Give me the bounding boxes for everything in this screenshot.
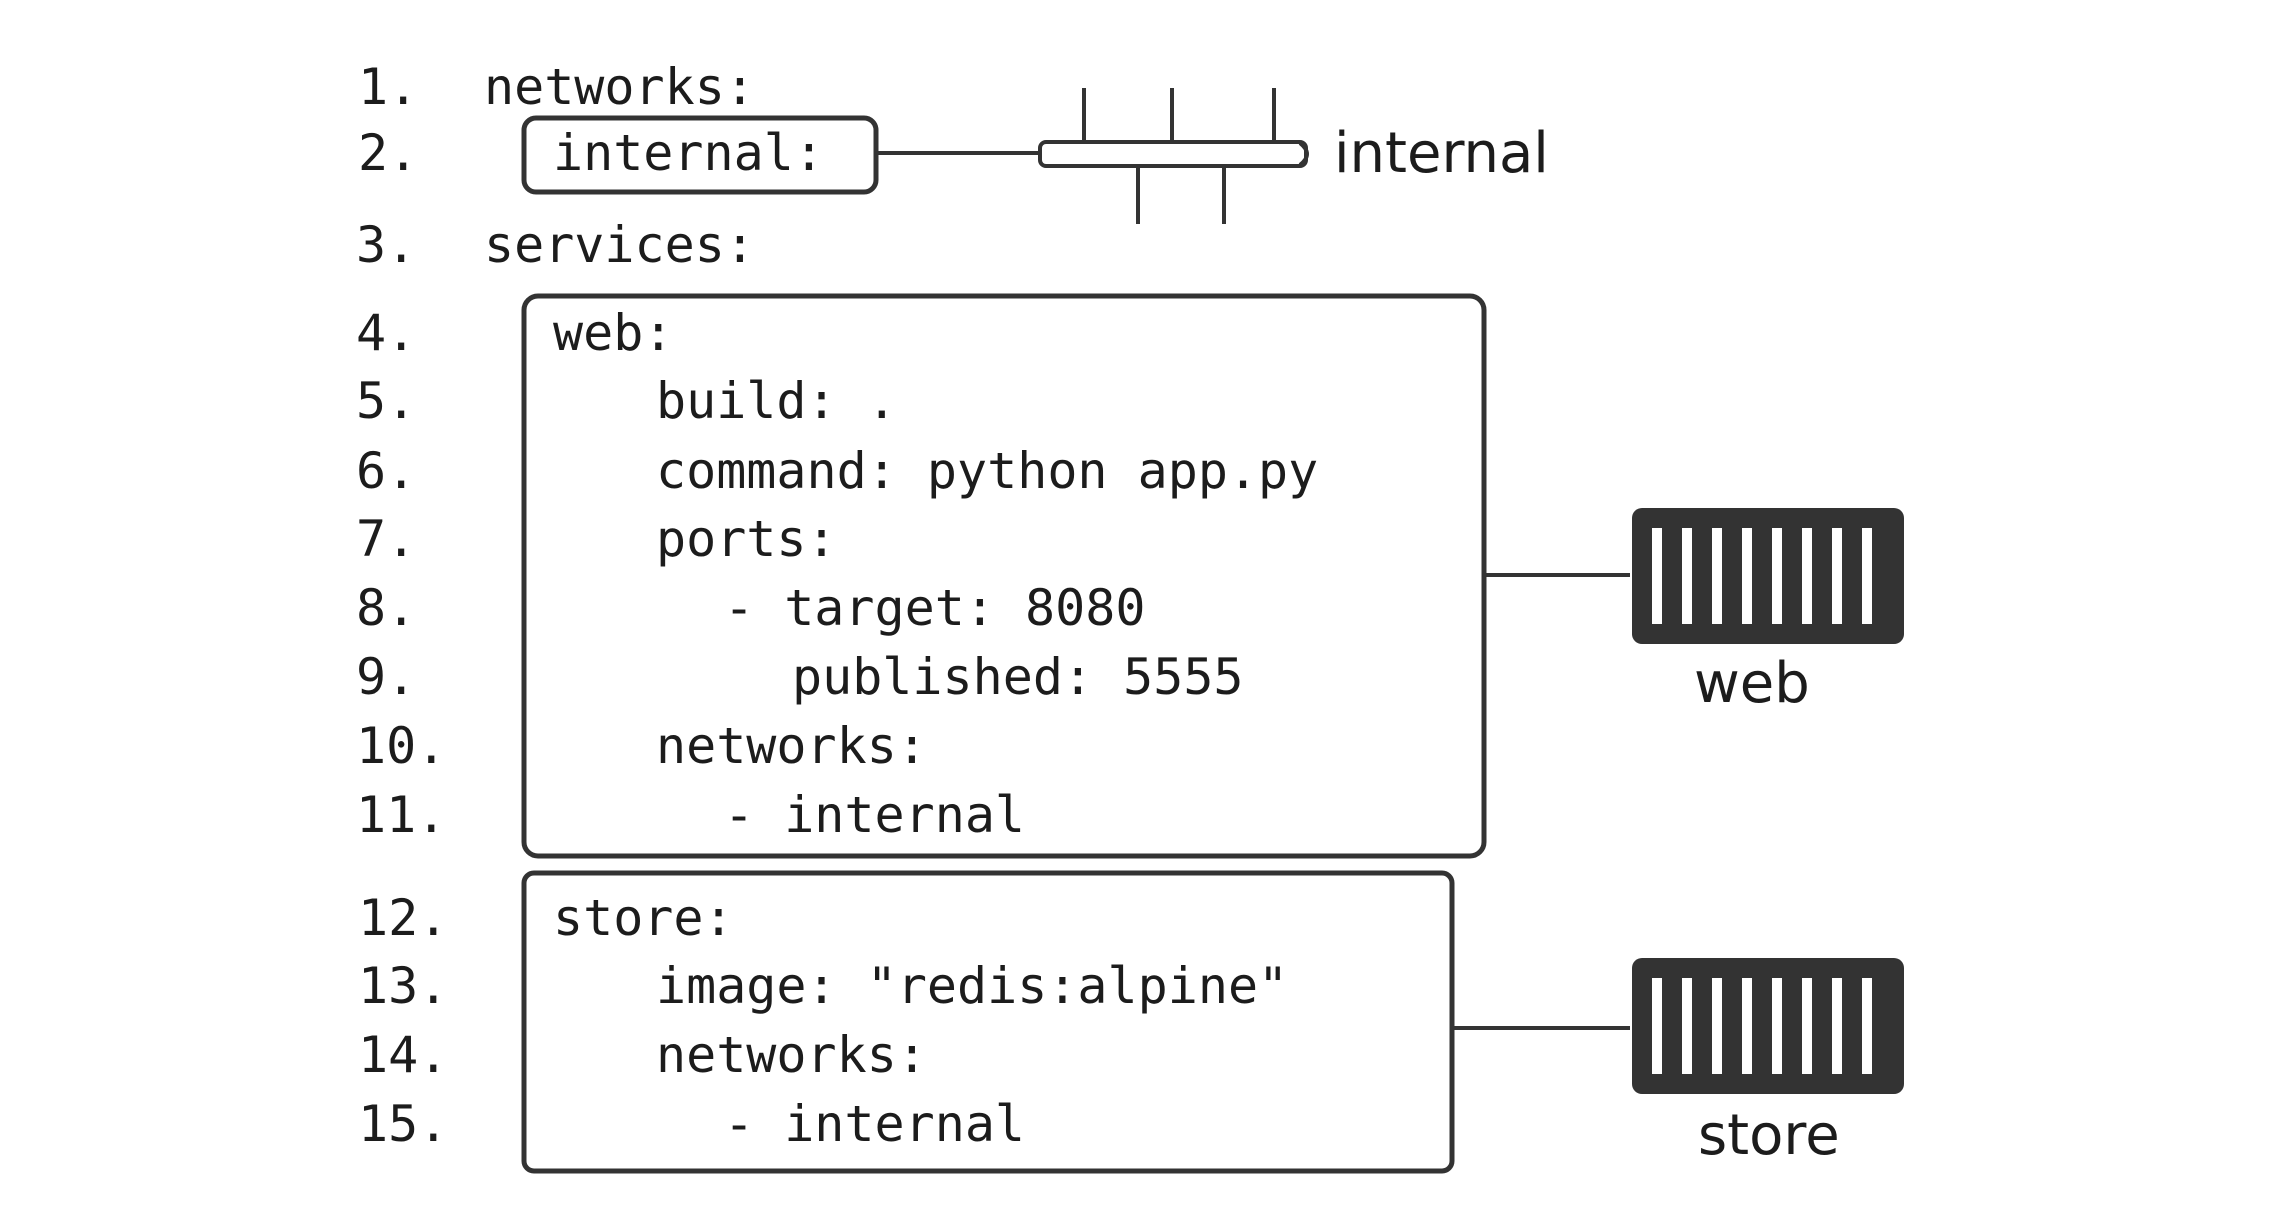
- code-line-13: image: "redis:alpine": [656, 957, 1288, 1015]
- code-line-2: internal:: [553, 124, 824, 182]
- network-label: internal: [1334, 121, 1549, 186]
- code-line-15: - internal: [724, 1095, 1025, 1153]
- line-number-12: 12.: [358, 889, 448, 947]
- code-line-12: store:: [553, 889, 734, 947]
- line-number-3: 3.: [356, 216, 416, 274]
- code-line-6: command: python app.py: [656, 442, 1318, 500]
- network-pipe-icon: [1038, 88, 1309, 224]
- code-line-1: networks:: [484, 58, 755, 116]
- yaml-code: networks: internal: services: web: build…: [484, 58, 1318, 1153]
- line-number-15: 15.: [358, 1095, 448, 1153]
- store-service-label: store: [1698, 1103, 1840, 1168]
- line-number-9: 9.: [356, 648, 416, 706]
- line-number-1: 1.: [358, 58, 418, 116]
- line-number-10: 10.: [356, 717, 446, 775]
- code-line-10: networks:: [656, 717, 927, 775]
- code-line-8: - target: 8080: [724, 579, 1145, 637]
- web-service-label: web: [1694, 651, 1810, 716]
- code-line-14: networks:: [656, 1026, 927, 1084]
- code-line-9: published: 5555: [792, 648, 1244, 706]
- code-line-4: web:: [553, 304, 673, 362]
- code-line-3: services:: [484, 216, 755, 274]
- store-service-box: [521, 870, 1455, 1174]
- line-number-11: 11.: [356, 786, 446, 844]
- line-number-4: 4.: [356, 304, 416, 362]
- line-number-5: 5.: [356, 372, 416, 430]
- line-number-7: 7.: [356, 510, 416, 568]
- code-line-7: ports:: [656, 510, 837, 568]
- container-icon: [1632, 508, 1904, 644]
- line-number-8: 8.: [356, 579, 416, 637]
- container-icon: [1632, 958, 1904, 1094]
- line-number-13: 13.: [358, 957, 448, 1015]
- line-number-6: 6.: [356, 442, 416, 500]
- line-number-14: 14.: [358, 1026, 448, 1084]
- code-line-5: build: .: [656, 372, 897, 430]
- line-number-2: 2.: [358, 124, 418, 182]
- line-numbers: 1. 2. 3. 4. 5. 6. 7. 8. 9. 10. 11. 12. 1…: [356, 58, 448, 1153]
- code-line-11: - internal: [724, 786, 1025, 844]
